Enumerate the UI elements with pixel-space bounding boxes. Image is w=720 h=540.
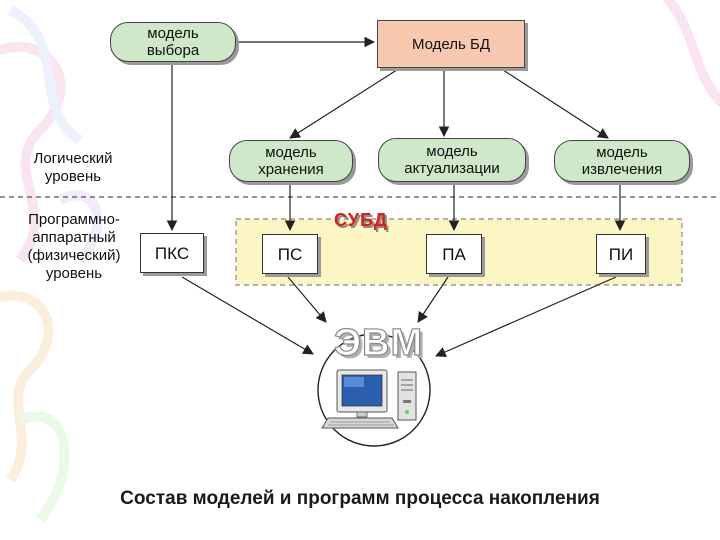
node-pi: ПИ — [596, 234, 646, 274]
edge-pa-evm — [417, 276, 449, 323]
node-model-aktualizacii: модель актуализации — [378, 138, 526, 182]
edge-pks-evm — [181, 276, 314, 355]
node-model-hraneniya: модель хранения — [229, 140, 353, 182]
label-logical-level: Логический уровень — [33, 150, 113, 185]
node-ps: ПС — [262, 234, 318, 274]
evm-label: ЭВМ — [333, 321, 424, 364]
diagram-caption: Состав моделей и программ процесса накоп… — [120, 488, 600, 509]
node-model-vybora: модель выбора — [110, 22, 236, 62]
edge-bd-hraneniya — [289, 67, 401, 139]
node-model-izvlecheniya: модель извлечения — [554, 140, 690, 182]
edge-ps-evm — [287, 276, 327, 323]
node-pa: ПА — [426, 234, 482, 274]
label-physical-level: Программно- аппаратный (физический) уров… — [27, 211, 121, 282]
subd-label: СУБД — [334, 210, 388, 230]
computer-icon — [321, 369, 417, 429]
node-model-bd: Модель БД — [377, 20, 525, 68]
node-pks: ПКС — [140, 233, 204, 273]
edge-pi-evm — [435, 276, 617, 358]
edge-bd-izvlecheniya — [499, 67, 609, 139]
